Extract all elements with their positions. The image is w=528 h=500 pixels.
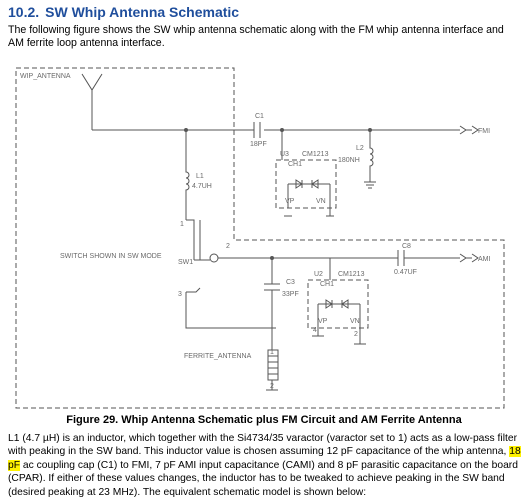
u2-part-label: CM1213 (338, 271, 365, 278)
fmi-label: FMI (478, 128, 490, 135)
body-paragraph: L1 (4.7 µH) is an inductor, which togeth… (8, 432, 522, 499)
antenna-schematic: WIP_ANTENNA C1 18PF FMI U3 CM1213 CH1 VP… (15, 67, 505, 409)
sw1-switch (186, 219, 210, 261)
ferrite-antenna (267, 349, 279, 381)
fmi-port (459, 125, 479, 135)
u2-vp-label: VP (318, 318, 328, 325)
intro-paragraph: The following figure shows the SW whip a… (8, 24, 504, 49)
u2-block (307, 279, 369, 329)
ferrite-pin2: 2 (270, 383, 274, 390)
body-text-part2: ac coupling cap (C1) to FMI, 7 pF AMI in… (8, 459, 518, 498)
c3-value: 33PF (282, 291, 299, 298)
u3-ch1-label: CH1 (288, 161, 302, 168)
sw1-pin3-wire (185, 287, 276, 329)
u3-diodes (287, 179, 331, 208)
u2-ch1-label: CH1 (320, 281, 334, 288)
u2-pin4: 4 (313, 327, 317, 334)
l1-label: L1 (196, 173, 204, 180)
sw1-label: SW1 (178, 259, 193, 266)
u2-ground (312, 328, 366, 345)
u3-label: U3 (280, 151, 289, 158)
ferrite-antenna-label: FERRITE_ANTENNA (184, 353, 252, 360)
body-text-part1: L1 (4.7 µH) is an inductor, which togeth… (8, 433, 518, 458)
u3-ground (284, 208, 334, 217)
c8-value: 0.47UF (394, 269, 417, 276)
ami-label: AMI (478, 256, 491, 263)
c1-label: C1 (255, 113, 264, 120)
u2-diodes (317, 299, 361, 328)
circuit-boundary (15, 67, 505, 409)
switch-pin3: 3 (178, 291, 182, 298)
section-heading: 10.2. SW Whip Antenna Schematic (8, 4, 239, 20)
l2-value: 180NH (338, 157, 360, 164)
u2-pin2: 2 (354, 331, 358, 338)
l2-inductor (364, 130, 376, 189)
u3-vp-label: VP (285, 198, 295, 205)
c1-capacitor (253, 122, 261, 138)
switch-pin1: 1 (180, 221, 184, 228)
section-number: 10.2. (8, 4, 40, 20)
antenna-symbol (81, 73, 103, 130)
u3-part-label: CM1213 (302, 151, 329, 158)
c1-value: 18PF (250, 141, 267, 148)
l1-inductor (185, 130, 190, 220)
u3-block (275, 159, 337, 209)
u2-vn-label: VN (350, 318, 360, 325)
ami-port (459, 253, 479, 263)
l2-label: L2 (356, 145, 364, 152)
c8-label: C8 (402, 243, 411, 250)
wip-antenna-label: WIP_ANTENNA (20, 73, 71, 80)
l1-value: 4.7UH (192, 183, 212, 190)
section-title: SW Whip Antenna Schematic (45, 4, 240, 20)
c8-capacitor (397, 250, 405, 266)
u2-label: U2 (314, 271, 323, 278)
sw1-contact (209, 253, 219, 263)
c3-capacitor (264, 258, 280, 350)
ferrite-coil (266, 355, 278, 391)
c3-label: C3 (286, 279, 295, 286)
u3-vn-label: VN (316, 198, 326, 205)
figure-caption: Figure 29. Whip Antenna Schematic plus F… (66, 414, 462, 426)
switch-note: SWITCH SHOWN IN SW MODE (60, 253, 162, 260)
switch-pin2: 2 (226, 243, 230, 250)
ferrite-pin1: 1 (270, 349, 274, 356)
